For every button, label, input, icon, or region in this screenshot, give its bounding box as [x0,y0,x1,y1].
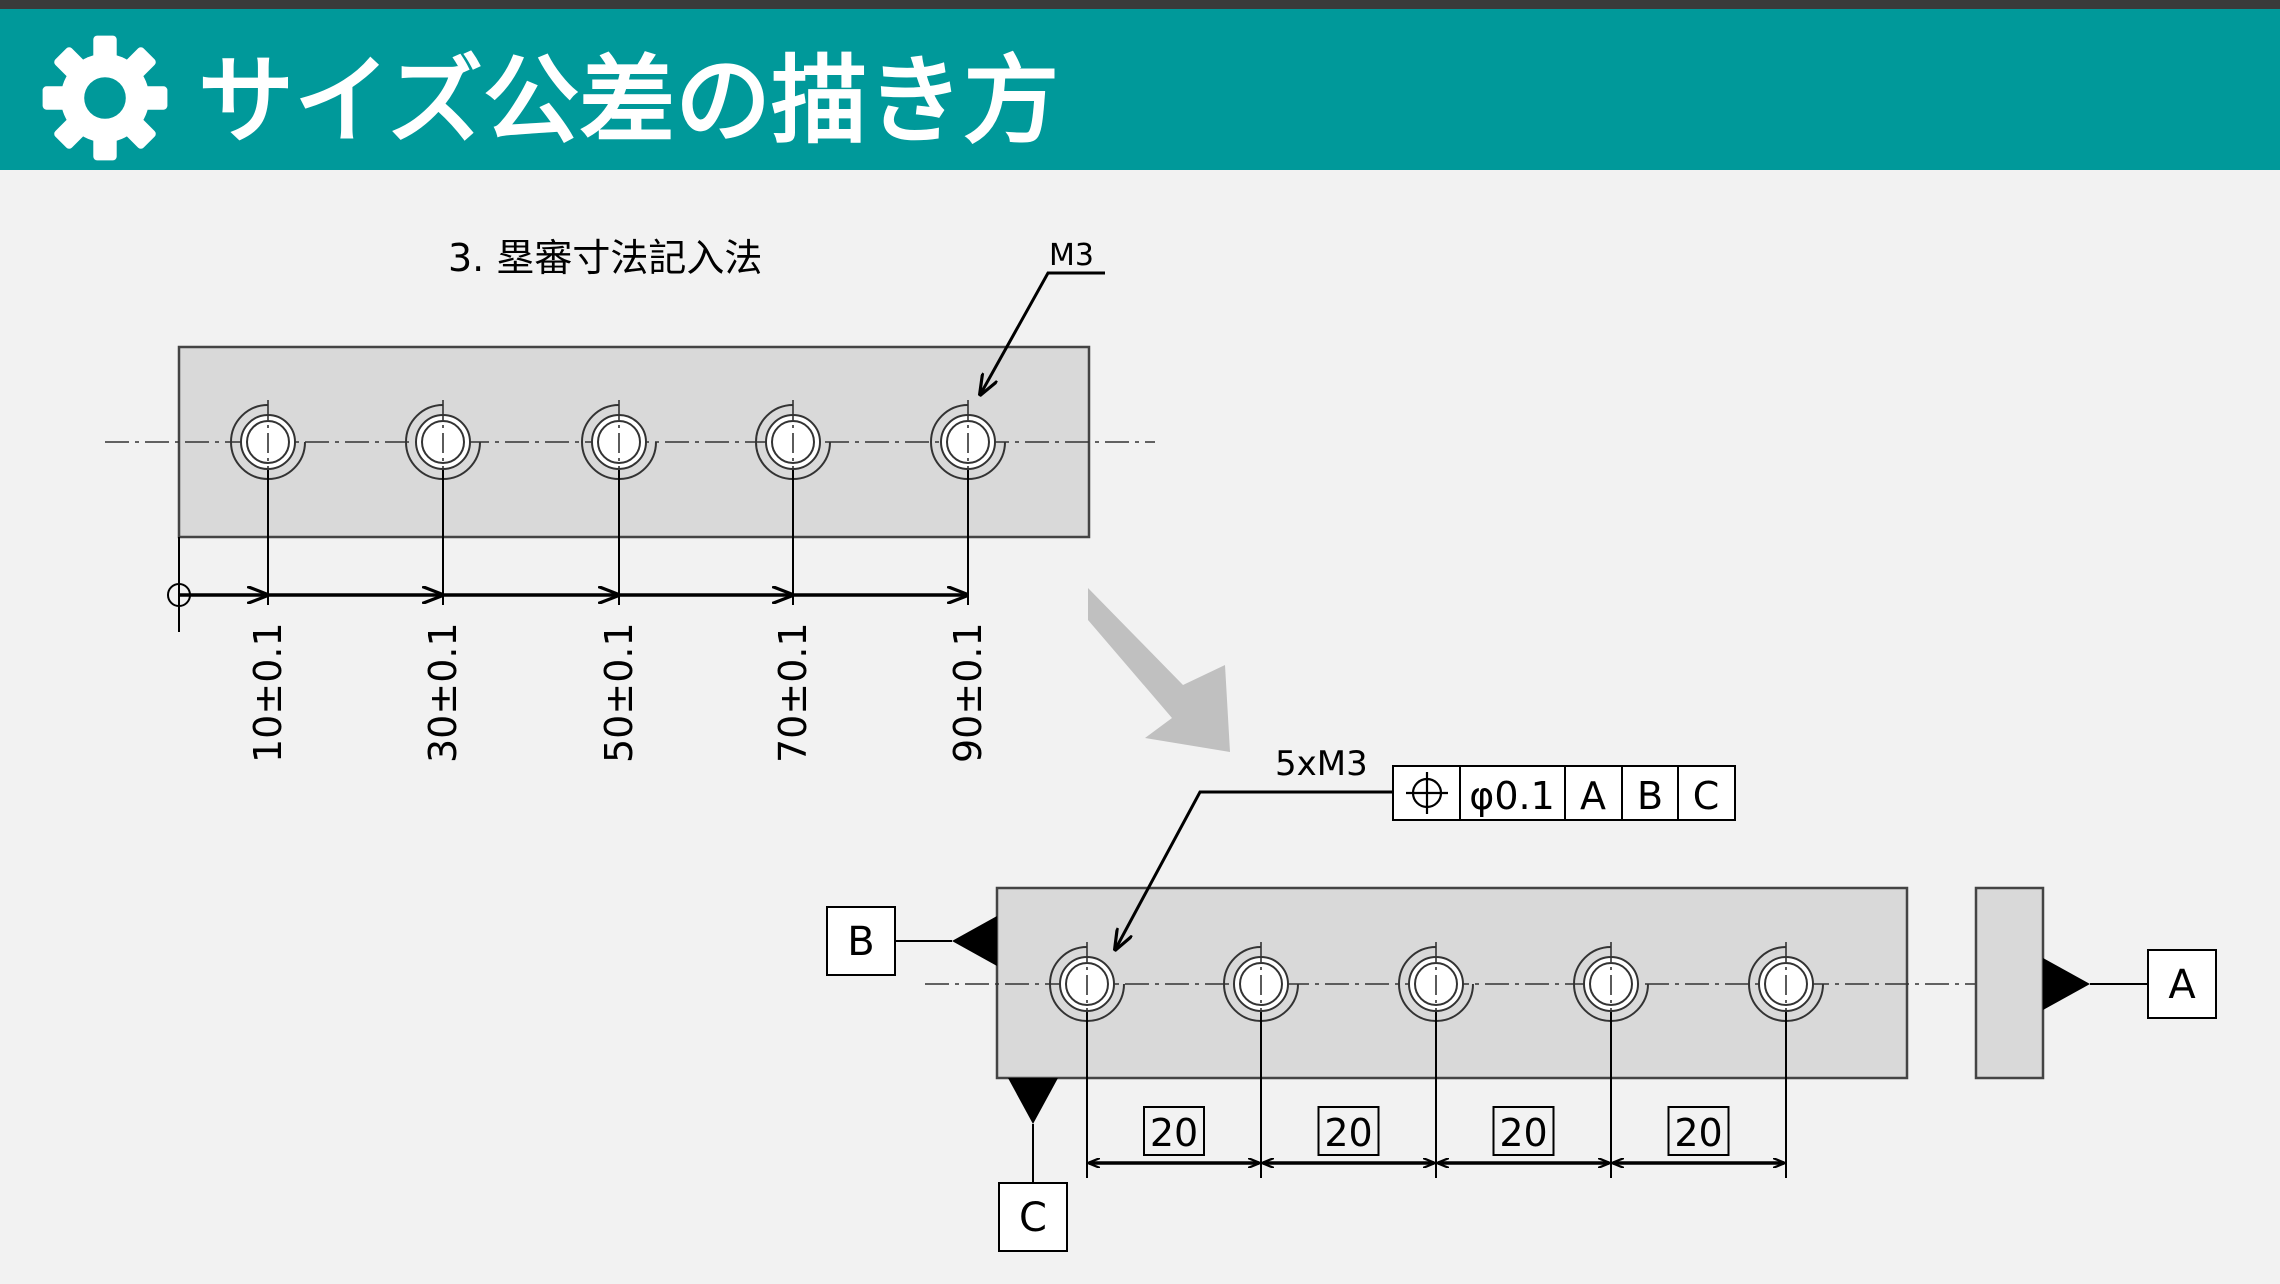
datum-b-label: B [847,919,874,965]
position-icon [1406,772,1448,814]
datum-a-triangle [2043,958,2090,1010]
dimension-label: 30±0.1 [421,622,465,763]
gear-icon [42,35,168,161]
fcf-datum-a: A [1580,774,1606,818]
threaded-hole [1049,942,1125,1026]
datum-c-box [998,1182,1068,1252]
datum-c-label: C [1019,1195,1047,1241]
threaded-hole [405,400,481,484]
upper-holes [230,400,1006,484]
transition-arrow [1088,588,1230,752]
m3-leader [980,271,1105,395]
drawing-caption: 3. 塁審寸法記入法 [448,236,762,280]
upper-dimension-lines: 10±0.1 30±0.1 50±0.1 70±0.1 90±0.1 [179,470,990,763]
threaded-hole [1573,942,1649,1026]
datum-a-box [2147,949,2217,1019]
slide-header: サイズ公差の描き方 [0,9,2280,170]
threaded-hole [755,400,831,484]
lower-holes [1049,942,1824,1026]
page-title: サイズ公差の描き方 [198,45,1060,157]
hole-count-callout: 5xM3 [1275,744,1368,784]
basic-dimension-label: 20 [1150,1111,1198,1155]
fcf-tolerance: φ0.1 [1469,774,1555,818]
datum-c-triangle [1008,1078,1058,1124]
feature-control-frame: φ0.1 A B C [1392,765,1736,821]
datum-a-label: A [2168,962,2196,1008]
threaded-hole [230,400,306,484]
dimension-label: 10±0.1 [246,622,290,763]
datum-a-side-view [1974,886,2045,1080]
basic-dimension-box [1317,1106,1380,1156]
dimension-label: 50±0.1 [597,622,641,763]
lower-dimension-lines: 20 20 20 20 [1086,1012,1787,1178]
fcf-datum-b: B [1637,774,1663,818]
datum-b-triangle [952,916,997,966]
m3-callout: M3 [1049,238,1094,273]
basic-dimension-label: 20 [1324,1111,1372,1155]
basic-dimension-box [1492,1106,1555,1156]
threaded-hole [1748,942,1824,1026]
basic-dimension-label: 20 [1674,1111,1722,1155]
threaded-hole [1223,942,1299,1026]
basic-dimension-box [1667,1106,1730,1156]
fcf-datum-c: C [1693,774,1720,818]
top-border [0,0,2280,9]
basic-dimension-box [1143,1106,1205,1156]
fcf-leader [1115,790,1392,950]
datum-b-box [826,906,896,976]
dimension-label: 90±0.1 [946,622,990,763]
dimension-label: 70±0.1 [771,622,815,763]
basic-dimension-label: 20 [1499,1111,1547,1155]
